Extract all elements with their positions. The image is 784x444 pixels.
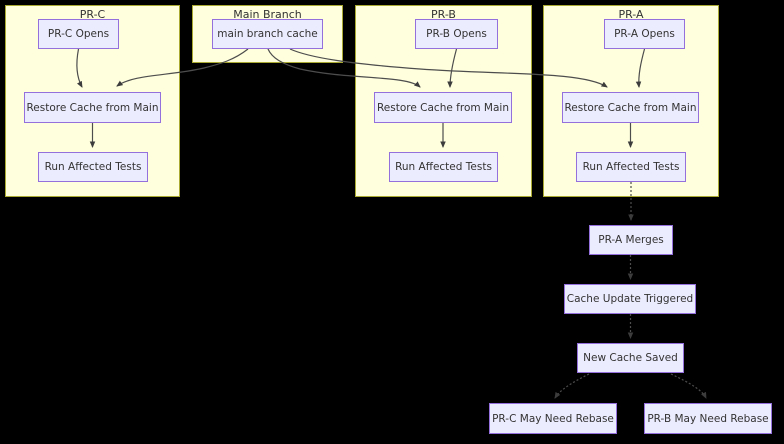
node-pr-a-merges-label: PR-A Merges (598, 234, 664, 246)
node-pr-c-rebase-label: PR-C May Need Rebase (492, 412, 614, 425)
node-pr-c-tests-label: Run Affected Tests (44, 161, 142, 173)
node-new-cache-saved-label: New Cache Saved (583, 352, 678, 364)
edge-new-cache-saved-to-pr-b-rebase (670, 373, 707, 399)
node-pr-c-restore-label: Restore Cache from Main (26, 101, 159, 114)
node-pr-c-restore: Restore Cache from Main (24, 92, 161, 123)
node-pr-b-opens: PR-B Opens (415, 19, 498, 49)
cluster-main-branch-label: Main Branch (233, 8, 302, 21)
node-pr-b-rebase-label: PR-B May Need Rebase (647, 412, 769, 425)
node-pr-c-opens: PR-C Opens (38, 19, 119, 49)
node-main-branch-cache: main branch cache (212, 19, 323, 49)
node-cache-update-triggered: Cache Update Triggered (564, 284, 696, 314)
node-pr-b-rebase: PR-B May Need Rebase (644, 403, 772, 434)
node-pr-a-restore: Restore Cache from Main (562, 92, 699, 123)
node-new-cache-saved: New Cache Saved (577, 343, 684, 373)
edge-new-cache-saved-to-pr-c-rebase (554, 373, 590, 399)
node-pr-b-opens-label: PR-B Opens (426, 28, 487, 40)
node-cache-update-triggered-label: Cache Update Triggered (566, 293, 694, 305)
node-pr-a-tests-label: Run Affected Tests (582, 161, 680, 173)
node-pr-b-tests-label: Run Affected Tests (395, 161, 492, 173)
node-pr-c-rebase: PR-C May Need Rebase (489, 403, 617, 434)
node-pr-b-restore-label: Restore Cache from Main (376, 101, 509, 114)
node-pr-b-restore: Restore Cache from Main (374, 92, 512, 123)
node-pr-a-restore-label: Restore Cache from Main (564, 101, 697, 114)
cluster-pr-b-label: PR-B (431, 8, 456, 21)
node-pr-a-opens-label: PR-A Opens (614, 28, 675, 40)
node-pr-a-tests: Run Affected Tests (576, 152, 686, 182)
node-pr-b-tests: Run Affected Tests (389, 152, 498, 182)
node-main-branch-cache-label: main branch cache (217, 28, 318, 40)
cluster-pr-c-label: PR-C (79, 8, 106, 21)
node-pr-a-opens: PR-A Opens (604, 19, 685, 49)
node-pr-c-tests: Run Affected Tests (38, 152, 148, 182)
cluster-pr-a-label: PR-A (618, 8, 644, 21)
node-pr-a-merges: PR-A Merges (589, 225, 673, 255)
node-pr-c-opens-label: PR-C Opens (47, 28, 110, 40)
